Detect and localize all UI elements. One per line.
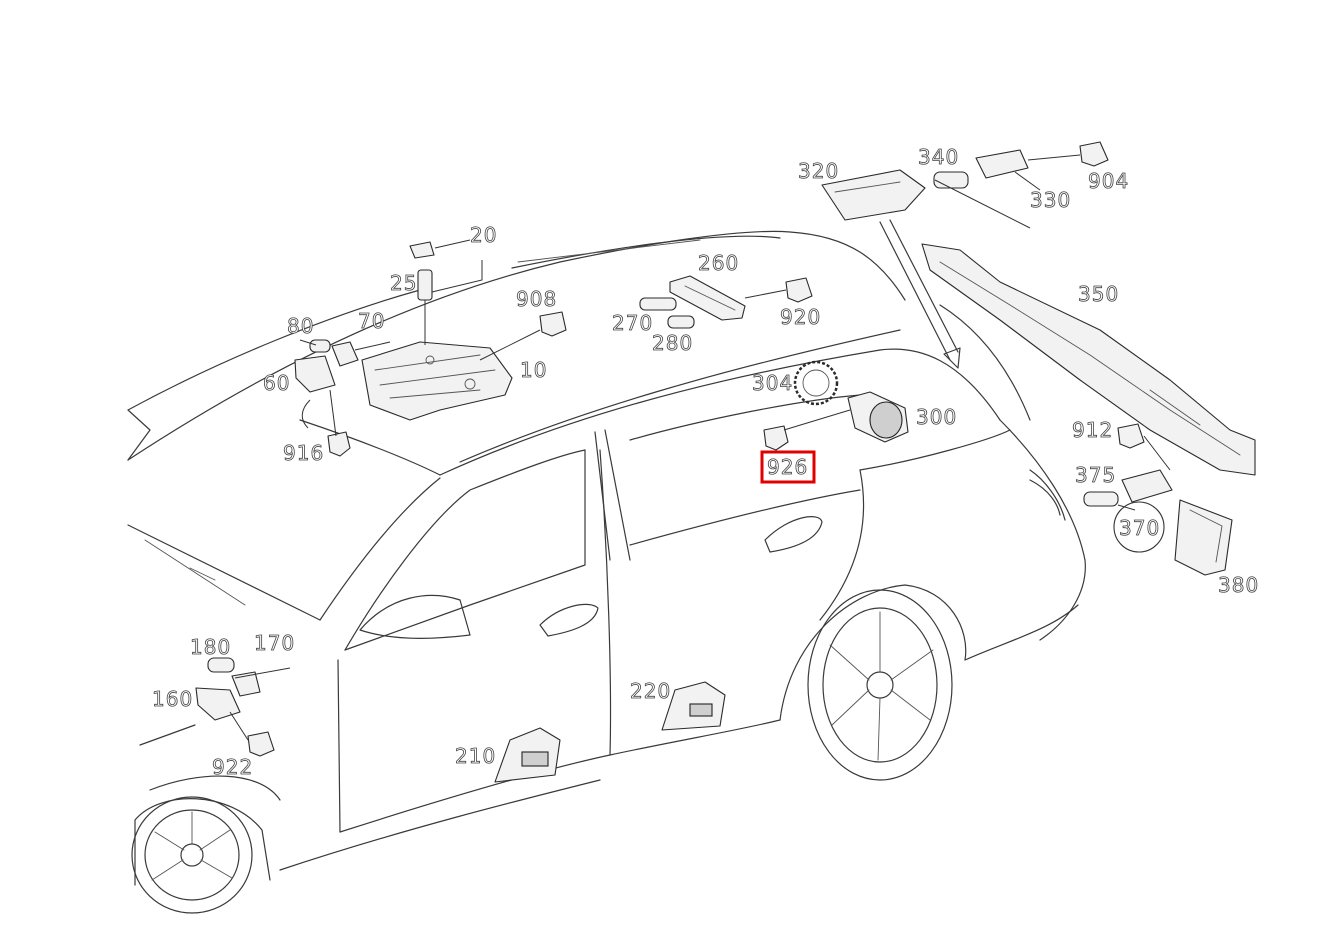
label-210: 210 xyxy=(455,744,496,768)
part-170-lamp-socket xyxy=(231,671,261,697)
part-280-bulb xyxy=(667,315,695,329)
label-340: 340 xyxy=(918,145,959,169)
label-170: 170 xyxy=(254,631,295,655)
part-180-bulb xyxy=(207,657,235,673)
part-160-lamp xyxy=(195,687,241,721)
label-10: 10 xyxy=(520,358,547,382)
label-300: 300 xyxy=(916,405,957,429)
label-350: 350 xyxy=(1078,282,1119,306)
label-280: 280 xyxy=(652,331,693,355)
label-920: 920 xyxy=(780,305,821,329)
part-350-trim-panel xyxy=(921,243,1256,476)
highlight-box-926 xyxy=(760,450,816,484)
part-926-cable-tie xyxy=(763,425,789,451)
callout-labels: 10 20 25 80 70 60 916 908 260 270 280 92… xyxy=(152,145,1259,780)
label-922: 922 xyxy=(212,755,253,779)
label-70: 70 xyxy=(358,309,385,333)
part-210-entrance-lamp xyxy=(494,727,561,783)
label-330: 330 xyxy=(1030,188,1071,212)
part-10-overhead-control-panel xyxy=(361,341,513,421)
car-body-outline xyxy=(127,230,1086,914)
part-70-lamp-socket xyxy=(331,341,359,367)
label-80: 80 xyxy=(287,314,314,338)
label-380: 380 xyxy=(1218,573,1259,597)
part-904-cable-tie xyxy=(1079,141,1109,167)
part-380-lamp xyxy=(1174,499,1233,576)
part-922-cable-tie xyxy=(247,731,275,757)
part-80-bulb xyxy=(309,339,331,353)
label-926: 926 xyxy=(767,455,808,479)
label-260: 260 xyxy=(698,251,739,275)
part-908-cable-tie xyxy=(539,311,567,337)
parts xyxy=(195,141,1256,783)
part-304-seal-ring xyxy=(793,360,839,406)
part-320-lamp xyxy=(821,169,926,221)
install-arrow xyxy=(879,219,961,369)
part-375-bulb xyxy=(1083,491,1119,507)
part-20-bulb-holder xyxy=(409,241,435,259)
label-320: 320 xyxy=(798,159,839,183)
label-375: 375 xyxy=(1075,463,1116,487)
part-270-bulb xyxy=(639,297,677,311)
part-25-bulb xyxy=(417,269,433,301)
label-220: 220 xyxy=(630,679,671,703)
label-304: 304 xyxy=(752,371,793,395)
part-912-cable-tie xyxy=(1117,423,1145,449)
part-330-lamp-socket xyxy=(975,149,1029,179)
label-270: 270 xyxy=(612,311,653,335)
part-920-cable-tie xyxy=(785,277,813,303)
part-340-bulb xyxy=(933,171,969,189)
label-904: 904 xyxy=(1088,169,1129,193)
leader-lines xyxy=(229,154,1171,741)
label-60: 60 xyxy=(263,371,290,395)
label-908: 908 xyxy=(516,287,557,311)
label-25: 25 xyxy=(390,271,417,295)
part-370-lamp-socket xyxy=(1113,469,1173,553)
part-220-entrance-lamp xyxy=(661,681,726,731)
label-20: 20 xyxy=(470,223,497,247)
label-916: 916 xyxy=(283,441,324,465)
part-916-cable-tie xyxy=(327,431,351,457)
label-160: 160 xyxy=(152,687,193,711)
label-370: 370 xyxy=(1119,516,1160,540)
part-300-lamp xyxy=(847,391,909,443)
part-60-lamp-housing xyxy=(294,355,336,393)
label-180: 180 xyxy=(190,635,231,659)
part-260-reading-lamp xyxy=(669,275,746,321)
label-912: 912 xyxy=(1072,418,1113,442)
